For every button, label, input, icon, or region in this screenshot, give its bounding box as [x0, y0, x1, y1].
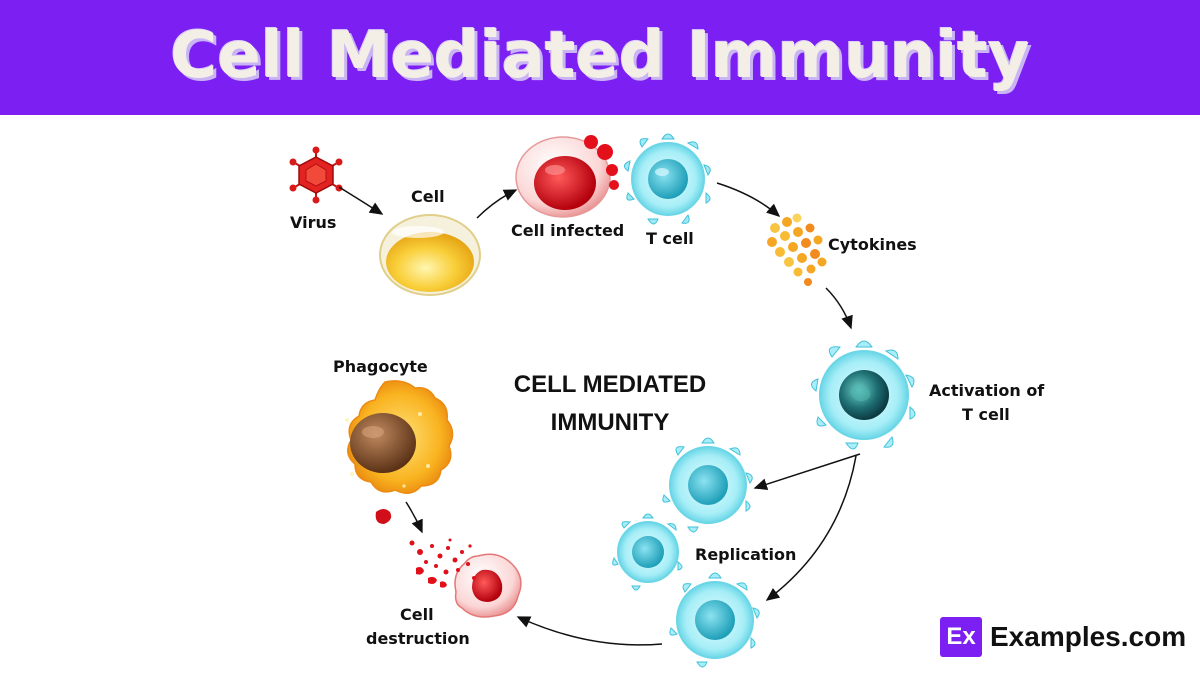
t-cell-label: T cell	[646, 229, 694, 248]
host-cell-icon	[379, 214, 481, 296]
center-title-line2: IMMUNITY	[550, 409, 670, 436]
infected-cell-icon	[515, 135, 619, 218]
cell-destruction-icon	[409, 538, 522, 618]
immunity-diagram	[289, 133, 916, 668]
replication-label: Replication	[695, 545, 797, 564]
destruction-label-line1: Cell	[400, 605, 434, 624]
replication-cell-1-icon	[662, 437, 753, 533]
page-title: Cell Mediated Immunity	[170, 19, 1030, 93]
diagram-center-title: CELL MEDIATED IMMUNITY	[470, 366, 750, 442]
activation-label-line1: Activation of	[929, 381, 1045, 400]
activation-label-line2: T cell	[962, 405, 1010, 424]
brand-logo-mark: Ex	[940, 617, 982, 657]
cytokines-label: Cytokines	[828, 235, 917, 254]
activated-t-cell-icon	[811, 340, 916, 450]
t-cell-icon	[624, 133, 711, 225]
center-title-line1: CELL MEDIATED	[513, 371, 707, 398]
phagocyte-icon	[345, 380, 454, 524]
virus-icon	[289, 146, 343, 204]
cell-label: Cell	[411, 187, 445, 206]
replication-cell-3-icon	[669, 572, 760, 668]
replication-cell-2-icon	[612, 513, 683, 591]
phagocyte-label: Phagocyte	[333, 357, 428, 376]
title-banner	[0, 0, 1200, 115]
cell-infected-label: Cell infected	[511, 221, 625, 240]
brand-name: Examples.com	[990, 621, 1187, 652]
virus-label: Virus	[290, 213, 337, 232]
cytokines-icon	[767, 213, 827, 286]
flow-arrows	[338, 182, 861, 646]
destruction-label-line2: destruction	[366, 629, 470, 648]
